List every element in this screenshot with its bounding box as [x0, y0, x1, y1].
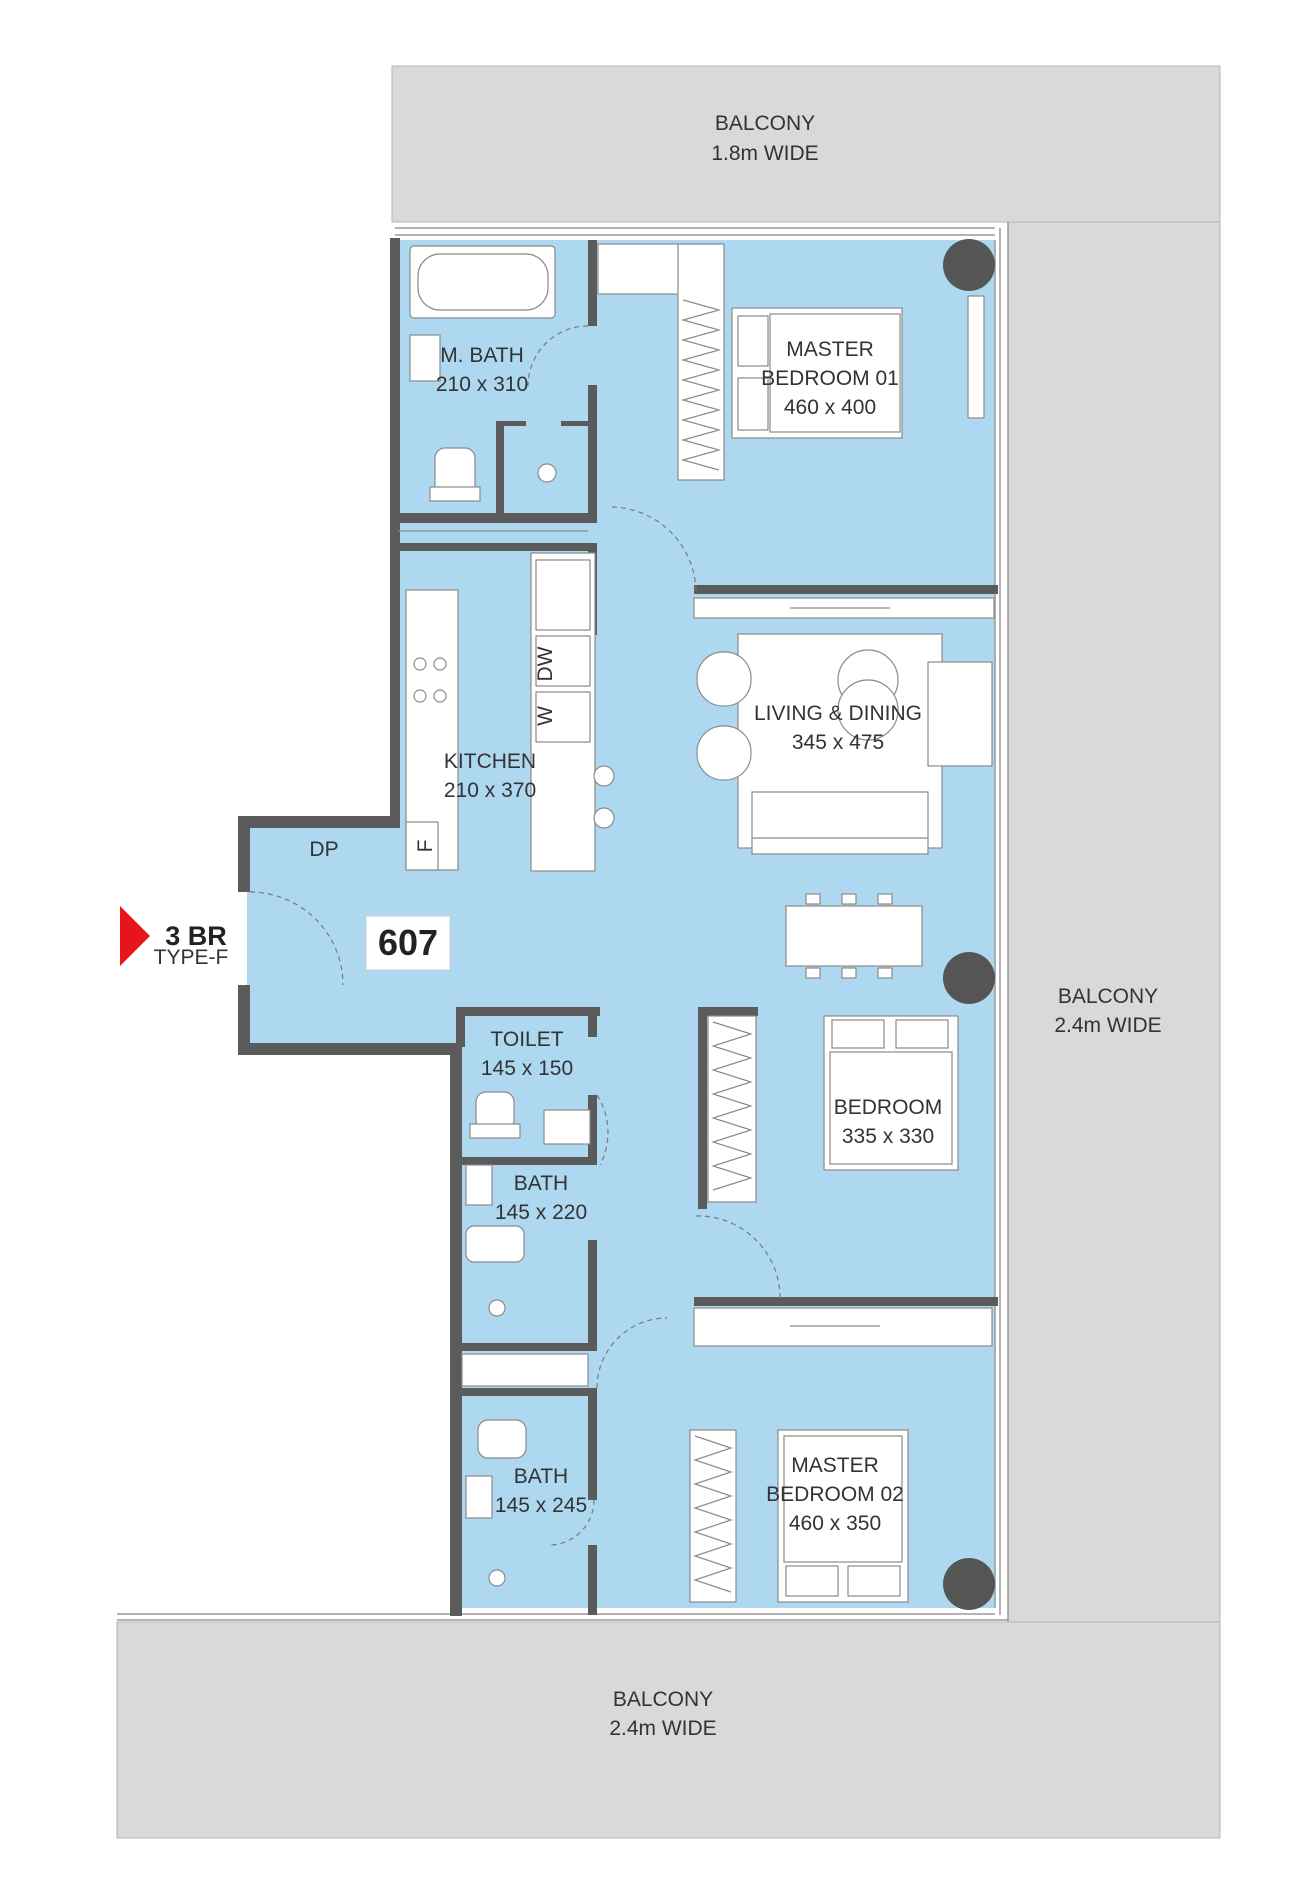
master-bath-name: M. BATH: [440, 344, 524, 367]
wall: [238, 1043, 462, 1055]
unit-type-main: 3 BR: [165, 921, 227, 951]
balcony-bottom: [116, 1621, 1221, 1839]
balcony-right-width: 2.4m WIDE: [1054, 1014, 1161, 1037]
labels: BALCONY 1.8m WIDE BALCONY 2.4m WIDE BALC…: [154, 112, 1162, 1740]
balcony-top-name: BALCONY: [715, 112, 815, 135]
shower-drain: [537, 463, 557, 483]
balcony-top-width: 1.8m WIDE: [711, 142, 818, 165]
wall: [456, 1007, 465, 1047]
master-bedroom-01-name-2: BEDROOM 01: [761, 367, 899, 390]
wall: [462, 1388, 597, 1396]
master-bedroom-02-name-1: MASTER: [791, 1454, 879, 1477]
bedroom-name: BEDROOM: [834, 1096, 943, 1119]
wall: [450, 1043, 462, 1616]
wall: [588, 1388, 597, 1500]
master-bath-size: 210 x 310: [436, 373, 528, 396]
toilet-size: 145 x 150: [481, 1057, 573, 1080]
master-bedroom-02-size: 460 x 350: [789, 1512, 881, 1535]
balcony-right-name: BALCONY: [1058, 985, 1158, 1008]
column: [943, 239, 995, 291]
living-dining-name: LIVING & DINING: [754, 702, 922, 725]
wall: [588, 1545, 597, 1615]
kitchen: [405, 552, 615, 872]
wardrobe-master-01: [597, 243, 725, 481]
wall: [500, 421, 504, 513]
wall: [698, 1007, 707, 1209]
bed-master-01: [731, 295, 985, 439]
wall: [561, 421, 591, 426]
wall: [390, 238, 400, 828]
wall: [588, 385, 597, 523]
wall: [496, 421, 526, 426]
walls: [238, 238, 998, 1616]
toilet-name: TOILET: [490, 1028, 563, 1051]
entry-arrow-icon: [120, 906, 150, 966]
bedroom-size: 335 x 330: [842, 1125, 934, 1148]
master-bedroom-01-size: 460 x 400: [784, 396, 876, 419]
dp-label: DP: [309, 838, 338, 861]
bedroom-furniture: [693, 1015, 993, 1347]
interior-floor: [247, 240, 995, 1608]
master-bath-fixtures: [398, 245, 588, 532]
wall: [496, 421, 502, 513]
wall: [462, 1157, 597, 1165]
dishwasher-label: DW: [534, 646, 557, 681]
balcony-bottom-name: BALCONY: [613, 1688, 713, 1711]
unit-number-badge: [365, 915, 451, 971]
kitchen-name: KITCHEN: [444, 750, 536, 773]
unit-number: 607: [378, 922, 438, 963]
master-bedroom-02-name-2: BEDROOM 02: [766, 1483, 904, 1506]
wall: [238, 816, 250, 892]
balcony-top: [391, 65, 1221, 223]
kitchen-size: 210 x 370: [444, 779, 536, 802]
balconies: [116, 65, 1221, 1839]
wall: [398, 513, 594, 523]
bathtub-basin: [417, 253, 549, 311]
glazing: [117, 222, 1009, 1622]
living-furniture: [696, 633, 993, 979]
wall: [456, 1007, 600, 1016]
wall: [694, 585, 998, 594]
wall: [462, 1343, 597, 1351]
fridge-label: F: [414, 840, 437, 853]
wall: [588, 1095, 597, 1165]
toilet-tank: [429, 486, 481, 502]
wall: [588, 240, 597, 326]
toilet-fixtures: [461, 1091, 591, 1587]
bath-2-name: BATH: [514, 1465, 568, 1488]
washer-label: W: [534, 706, 557, 726]
column: [943, 952, 995, 1004]
bath-2-size: 145 x 245: [495, 1494, 587, 1517]
master-bedroom-01-name-1: MASTER: [786, 338, 874, 361]
floor-area: [247, 240, 995, 1608]
wall: [238, 985, 250, 1055]
bath-1-size: 145 x 220: [495, 1201, 587, 1224]
structural-columns: [943, 239, 995, 1610]
balcony-right: [1007, 221, 1221, 1623]
tv-unit: [693, 597, 995, 619]
wall: [698, 1007, 758, 1016]
vanity-basin: [409, 334, 441, 382]
entry-arrow: [120, 906, 150, 966]
column: [943, 1558, 995, 1610]
bath-1-name: BATH: [514, 1172, 568, 1195]
doors: [249, 325, 781, 1546]
wall: [588, 1007, 597, 1037]
wall: [398, 543, 594, 551]
balcony-bottom-width: 2.4m WIDE: [609, 1717, 716, 1740]
master-02-furniture: [689, 1429, 909, 1603]
wall: [238, 816, 400, 828]
living-dining-size: 345 x 475: [792, 731, 884, 754]
unit-type-sub: TYPE-F: [154, 946, 229, 969]
wall: [588, 1240, 597, 1345]
wall: [694, 1297, 998, 1306]
